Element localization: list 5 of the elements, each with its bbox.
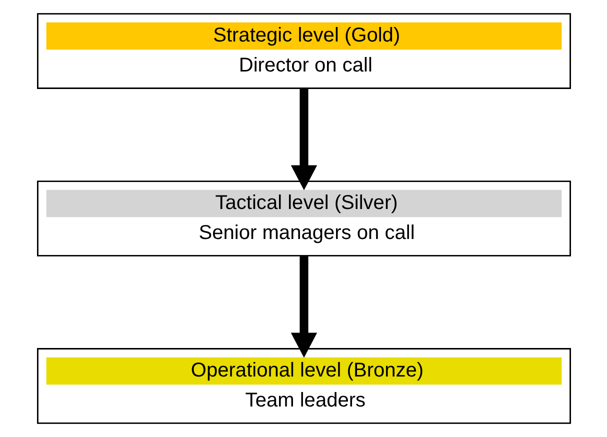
arrow: [290, 88, 317, 190]
arrow: [290, 256, 317, 358]
node-box: Strategic level (Gold) Director on call: [36, 13, 570, 89]
node-box: Operational level (Bronze) Team leaders: [36, 348, 570, 424]
node-box: Tactical level (Silver) Senior managers on call: [36, 180, 570, 256]
